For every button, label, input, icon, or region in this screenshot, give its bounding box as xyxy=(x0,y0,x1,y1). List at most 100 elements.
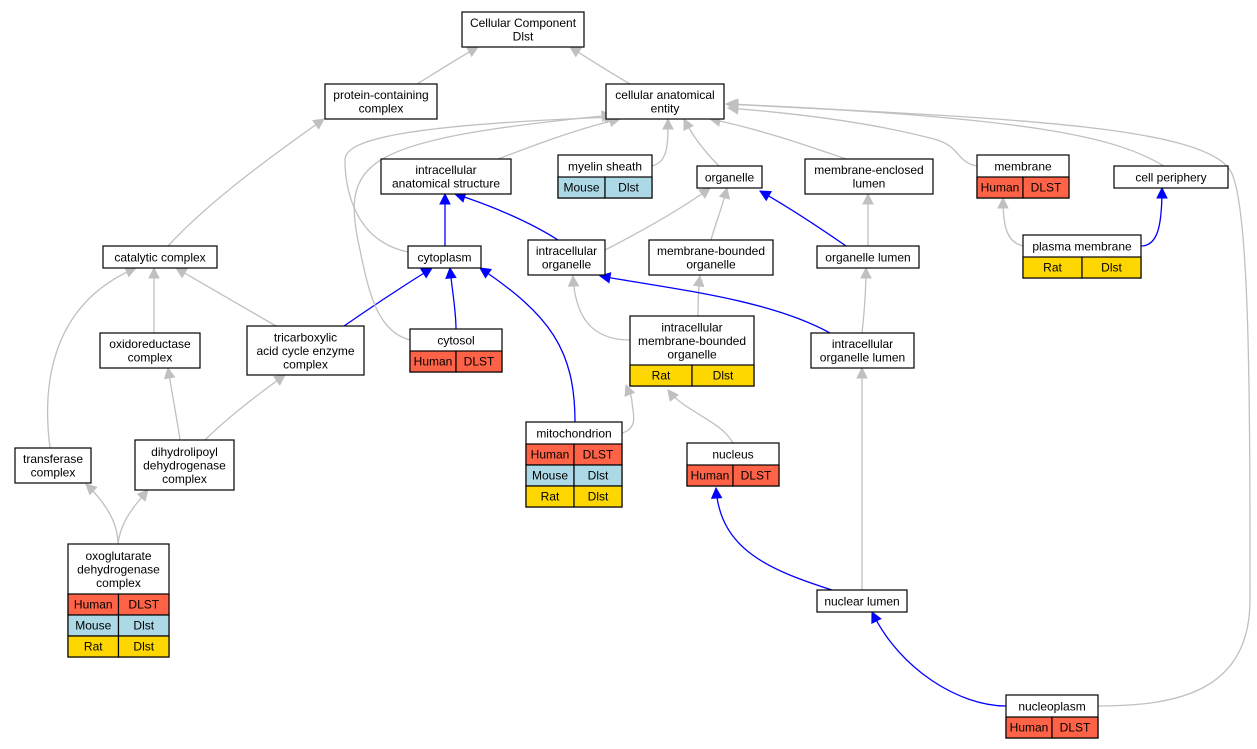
species-label: Rat xyxy=(84,640,103,654)
edge-is-a xyxy=(117,489,149,545)
node-label: membrane-enclosed xyxy=(814,163,923,177)
edge-is-a xyxy=(163,366,181,441)
node-label: complex xyxy=(31,466,76,480)
species-label: Mouse xyxy=(532,469,568,483)
edge-part-of xyxy=(759,190,847,247)
edge-is-a xyxy=(569,46,631,85)
node-label: myelin sheath xyxy=(568,159,642,173)
species-label: Human xyxy=(981,181,1020,195)
edge-is-a xyxy=(683,118,720,167)
gene-label: DLST xyxy=(1060,721,1091,735)
edge-is-a xyxy=(175,267,277,327)
edge-is-a xyxy=(567,274,631,341)
edge-is-a xyxy=(997,196,1024,247)
node-cat[interactable]: catalytic complex xyxy=(102,245,218,269)
edge-is-a xyxy=(204,374,286,441)
edge-is-a xyxy=(497,115,622,160)
node-label: intracellular xyxy=(661,320,722,334)
node-label: complex xyxy=(162,472,207,486)
node-label: entity xyxy=(651,102,680,116)
edge-is-a xyxy=(353,110,614,341)
gene-label: DLST xyxy=(464,355,495,369)
node-label: organelle xyxy=(686,258,736,272)
node-label: dehydrogenase xyxy=(143,458,226,472)
node-cyt[interactable]: cytoplasm xyxy=(407,245,482,269)
node-label: transferase xyxy=(23,452,83,466)
node-label: intracellular xyxy=(536,244,597,258)
node-ol[interactable]: organelle lumen xyxy=(816,245,920,269)
node-box xyxy=(407,245,482,269)
node-label: Dlst xyxy=(513,30,534,44)
node-label: membrane xyxy=(994,159,1052,173)
species-label: Mouse xyxy=(563,181,599,195)
edge-is-a xyxy=(860,266,872,334)
species-label: Human xyxy=(531,448,570,462)
node-label: intracellular xyxy=(415,163,476,177)
edge-is-a xyxy=(710,186,731,241)
gene-label: Dlst xyxy=(618,181,639,195)
node-imbo[interactable]: intracellularmembrane-boundedorganelleRa… xyxy=(629,315,755,387)
node-cp[interactable]: cell periphery xyxy=(1113,165,1229,189)
edge-part-of xyxy=(710,486,833,591)
node-label: catalytic complex xyxy=(114,250,205,264)
species-label: Rat xyxy=(541,490,560,504)
node-nl[interactable]: nuclear lumen xyxy=(816,589,908,613)
species-label: Human xyxy=(691,469,730,483)
edge-is-a xyxy=(667,389,734,444)
node-label: anatomical structure xyxy=(392,177,500,191)
gene-label: Dlst xyxy=(133,619,154,633)
edge-is-a xyxy=(604,187,711,251)
node-label: Cellular Component xyxy=(470,16,577,30)
node-box xyxy=(527,239,606,276)
node-label: organelle xyxy=(667,347,717,361)
node-label: acid cycle enzyme xyxy=(256,344,354,358)
nodes-layer: Cellular ComponentDlstprotein-containing… xyxy=(14,11,1229,739)
node-label: organelle xyxy=(705,170,755,184)
node-label: membrane-bounded xyxy=(657,244,765,258)
node-box xyxy=(1113,165,1229,189)
node-box xyxy=(102,245,218,269)
node-label: complex xyxy=(96,576,141,590)
gene-label: DLST xyxy=(128,598,159,612)
species-label: Rat xyxy=(652,369,671,383)
node-box xyxy=(648,239,774,276)
edge-is-a xyxy=(856,366,868,590)
gene-label: DLST xyxy=(583,448,614,462)
node-label: complex xyxy=(128,351,173,365)
node-box xyxy=(246,325,365,376)
node-org[interactable]: organelle xyxy=(696,165,763,189)
edge-is-a xyxy=(148,266,160,334)
edge-is-a xyxy=(862,192,874,246)
gene-label: Dlst xyxy=(588,490,609,504)
edge-part-of xyxy=(343,267,433,327)
node-label: oxidoreductase xyxy=(109,337,191,351)
edge-is-a xyxy=(416,46,479,85)
edge-is-a xyxy=(726,103,978,167)
gene-label: Dlst xyxy=(588,469,609,483)
node-label: nucleoplasm xyxy=(1018,699,1085,713)
node-box xyxy=(14,447,92,484)
node-box xyxy=(461,11,585,48)
edge-part-of xyxy=(479,267,576,423)
